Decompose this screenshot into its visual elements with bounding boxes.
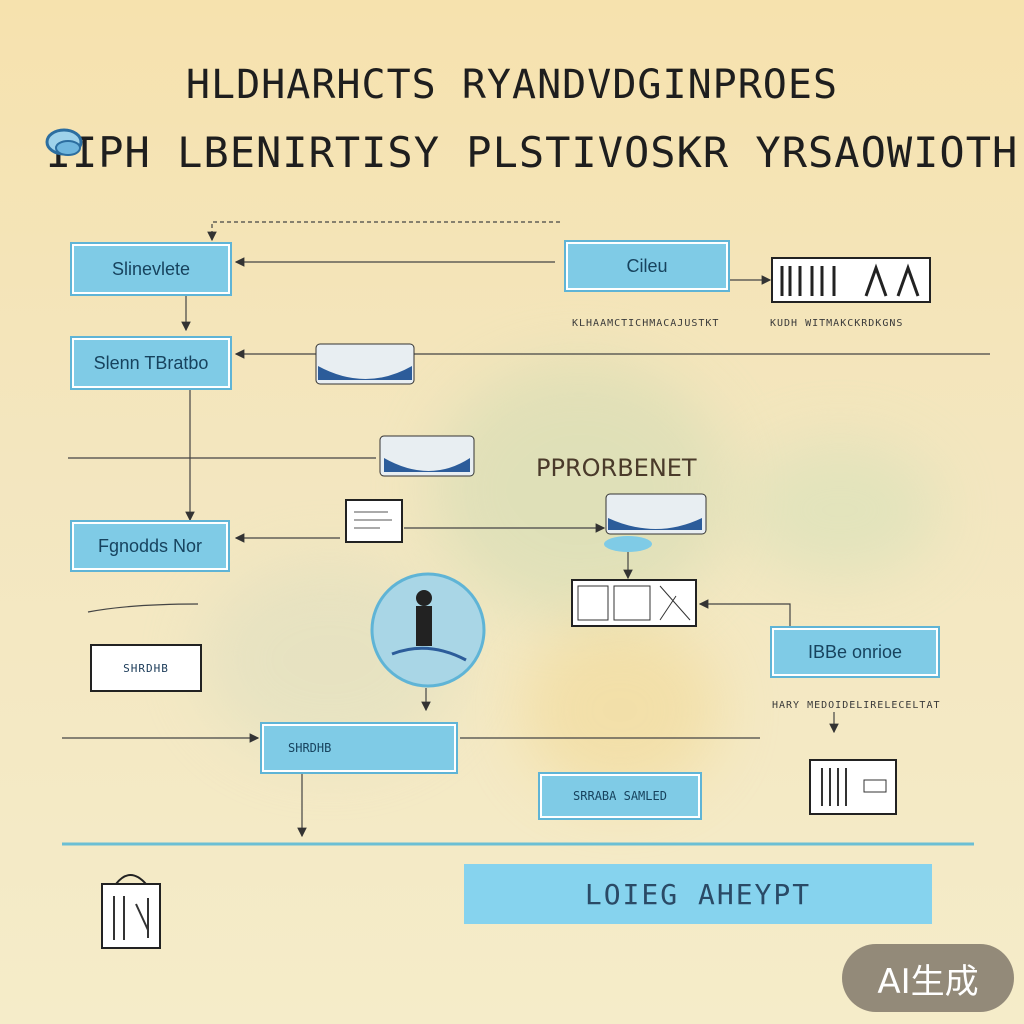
background-wash xyxy=(430,360,730,620)
bag-icon xyxy=(101,874,161,949)
background-wash xyxy=(740,440,940,580)
logo-icon xyxy=(45,128,83,156)
barcode-icon xyxy=(771,257,931,303)
connector-top xyxy=(207,221,560,242)
process-label: PPRORBENET xyxy=(536,454,697,482)
panels-icon xyxy=(571,579,697,627)
node-ibbe-onrioe: IBBe onrioe xyxy=(772,628,938,676)
note-box-text: SHRDHB xyxy=(123,661,169,675)
node-slinevlete: Slinevlete xyxy=(72,244,230,294)
connector-to-panels xyxy=(698,599,791,626)
node-fgnodds-nor: Fgnodds Nor xyxy=(72,522,228,570)
node-cileu: Cileu xyxy=(566,242,728,290)
monitor-icon xyxy=(345,499,403,543)
node-bottom-mid-text: SRRABA SAMLED xyxy=(573,789,667,803)
connector-squiggle xyxy=(87,603,199,613)
vehicle-icon-3 xyxy=(604,493,707,552)
note-box: SHRDHB xyxy=(90,644,202,692)
device-icon xyxy=(809,759,897,815)
person-circle-icon xyxy=(370,572,486,688)
vehicle-icon-1 xyxy=(315,343,415,385)
node-bottom-left: SHRDHB xyxy=(262,724,456,772)
diagram-subtitle: IIPH LBENIRTISY PLSTIVOSKR YRSAOWIOTH xyxy=(45,128,1019,177)
vehicle-icon-2 xyxy=(379,435,475,477)
annotation-text: HARY MEDOIDELIRELECELTAT xyxy=(772,700,941,711)
annotation-text: KLHAAMCTICHMACAJUSTKT xyxy=(572,318,720,329)
node-loieg-aheypt: LOIEG AHEYPT xyxy=(464,864,932,924)
node-slenn-tbratbo: Slenn TBratbo xyxy=(72,338,230,388)
annotation-text: KUDH WITMAKCKRDKGNS xyxy=(770,318,904,329)
ai-generated-badge: AI生成 xyxy=(842,944,1014,1012)
diagram-title: HLDHARHCTS RYANDVDGINPROES xyxy=(185,62,839,108)
background-wash xyxy=(520,620,720,800)
node-bottom-left-text: SHRDHB xyxy=(288,741,332,755)
node-bottom-mid: SRRABA SAMLED xyxy=(540,774,700,818)
